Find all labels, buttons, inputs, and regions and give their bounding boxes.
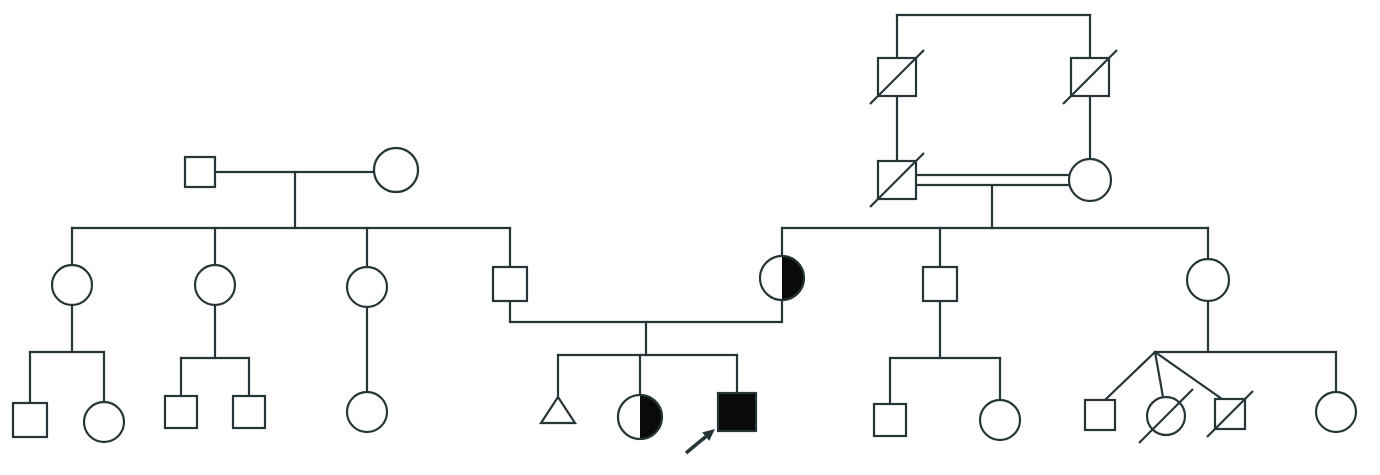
deceased-slash — [869, 49, 925, 105]
IV-1-male — [11, 401, 49, 439]
IV-12-female-triplet-deceased — [1138, 388, 1194, 444]
III-6-male — [921, 265, 959, 303]
IV-10-female — [978, 398, 1022, 442]
IV-3-male — [163, 394, 199, 430]
deceased-slash — [1062, 49, 1118, 105]
I-1-male-deceased — [869, 49, 925, 105]
III-7-female — [1185, 257, 1231, 303]
triplet3-fan-line — [1153, 350, 1224, 401]
IV-5-female — [345, 390, 389, 434]
III-2-female — [193, 263, 237, 307]
proband-arrow-shaft — [684, 435, 707, 455]
I-2-male-deceased — [1062, 49, 1118, 105]
II-3-male-deceased-consanguineous — [869, 152, 925, 208]
deceased-slash — [869, 152, 925, 208]
deceased-slash — [1138, 388, 1194, 444]
IV-11-male-triplet — [1083, 398, 1117, 432]
III-5-carrier-female — [758, 254, 806, 302]
IV-8-affected-male-proband — [716, 391, 758, 433]
proband-parents-marriage-line — [508, 298, 784, 324]
triplet2-fan-line — [1153, 350, 1165, 399]
IV-2-female — [82, 400, 126, 444]
deceased-slash — [1206, 390, 1254, 438]
IV-13-male-triplet-deceased — [1206, 390, 1254, 438]
III-3-female — [345, 265, 389, 309]
II-1-father-left — [183, 155, 217, 189]
IV-9-male — [872, 402, 908, 438]
triplet1-fan-line — [1104, 350, 1157, 401]
II-4-female-consanguineous — [1067, 157, 1113, 203]
II-2-mother-left — [372, 146, 420, 194]
proband-arrow-head — [702, 429, 715, 441]
IV-4-male — [231, 394, 267, 430]
IV-6-pregnancy-loss-triangle — [538, 394, 578, 425]
III-4-male — [491, 265, 529, 303]
IV-14-female — [1314, 390, 1358, 434]
IV-7-carrier-female — [616, 393, 664, 441]
III-1-female — [50, 263, 94, 307]
